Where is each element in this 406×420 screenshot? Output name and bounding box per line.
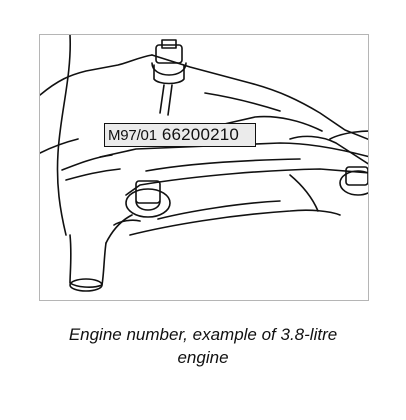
- right-casting: [289, 135, 368, 165]
- casting-curve: [40, 138, 79, 154]
- tension-bar-mid: [145, 158, 301, 172]
- upper-arm-lower: [219, 115, 323, 132]
- casting-outline: [40, 54, 153, 96]
- engine-block-drawing: [40, 35, 368, 292]
- engine-number-plate: M97/01 66200210: [104, 123, 256, 147]
- top-bolt-washer: [151, 62, 187, 76]
- pipe-left-opening: [69, 278, 103, 292]
- right-bolt-washer: [339, 170, 368, 196]
- top-bolt-head: [155, 44, 183, 64]
- caption-line-1: Engine number, example of 3.8-litre: [68, 325, 338, 344]
- tension-bar-top: [99, 142, 368, 158]
- figure-caption: Engine number, example of 3.8-litre engi…: [20, 323, 386, 369]
- top-bolt-body: [153, 64, 185, 85]
- right-bolt-head: [345, 166, 368, 186]
- engine-serial-number: 66200210: [161, 125, 240, 144]
- lower-casting-3: [289, 174, 319, 212]
- lower-casting-2: [129, 209, 341, 236]
- lower-bolt-bottom: [135, 200, 161, 211]
- caption-line-2: engine: [177, 348, 229, 367]
- lower-casting-1: [113, 200, 281, 226]
- engine-type-code: M97/01: [108, 126, 157, 144]
- top-bolt-nut: [161, 39, 177, 49]
- upper-arm: [151, 54, 368, 141]
- upper-arm-inner: [204, 92, 281, 112]
- casting-detail: [61, 154, 121, 181]
- top-bolt-shaft: [159, 84, 173, 116]
- lower-bolt-washer: [125, 188, 171, 218]
- casting-edge: [56, 35, 72, 236]
- engine-illustration-frame: M97/01 66200210: [39, 34, 369, 301]
- tension-bar-bottom: [125, 168, 368, 196]
- right-boss: [329, 130, 368, 140]
- pipe-left: [69, 234, 107, 288]
- lower-bolt-head: [135, 180, 161, 204]
- pipe-left-curve: [105, 214, 133, 244]
